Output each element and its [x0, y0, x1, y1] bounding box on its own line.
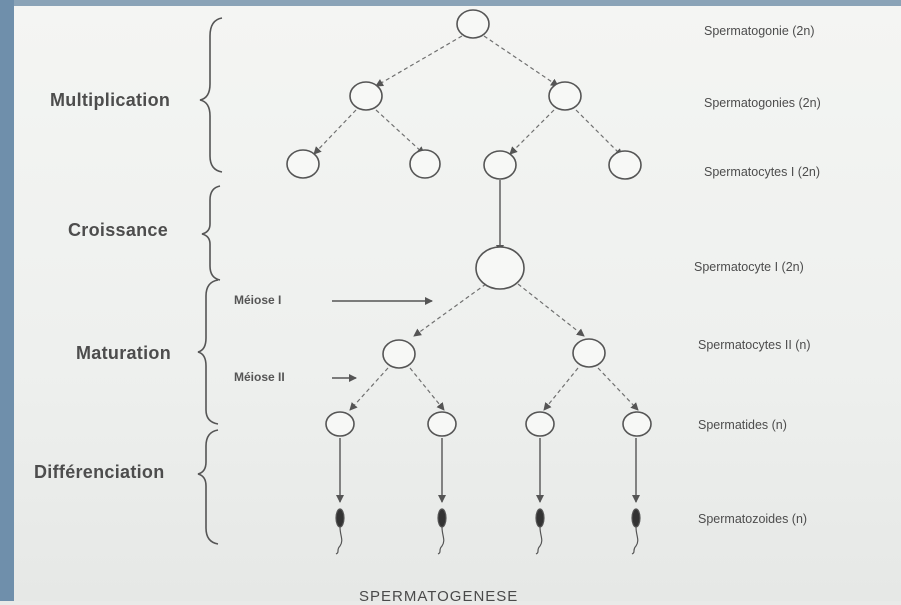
label-spermatides: Spermatides (n) — [698, 418, 787, 432]
spermatozoide-3 — [535, 508, 545, 555]
edge-sgs2-a — [509, 109, 555, 155]
spermatozoa — [335, 508, 641, 555]
cell-spermatogonie — [456, 9, 490, 39]
label-spermatogonies: Spermatogonies (2n) — [704, 96, 821, 110]
cell-spermatide-4 — [622, 411, 652, 437]
edge-sc2a-2 — [409, 367, 445, 411]
edge-sgs1-a — [313, 109, 357, 155]
stage-differenciation: Différenciation — [34, 462, 165, 482]
label-spermatogonie: Spermatogonie (2n) — [704, 24, 815, 38]
label-spermatocytes-1: Spermatocytes I (2n) — [704, 165, 821, 179]
stage-croissance: Croissance — [68, 220, 169, 240]
label-meiose-2: Méiose II — [234, 370, 285, 384]
edge-sc2b-2 — [597, 367, 639, 411]
brace-differenciation — [197, 429, 219, 545]
cell-spermatogonie-left — [349, 81, 383, 111]
label-spermatocyte-1: Spermatocyte I (2n) — [694, 260, 804, 274]
spermatozoide-4 — [631, 508, 641, 555]
edge-sc2a-1 — [349, 367, 389, 411]
label-meiose-1: Méiose I — [234, 293, 282, 307]
edge-sgs2-b — [575, 109, 623, 157]
spermatozoide-1 — [335, 508, 345, 555]
brace-multiplication — [199, 17, 223, 173]
cell-spermatocyte2-left — [382, 339, 416, 369]
cell-spermatide-2 — [427, 411, 457, 437]
cell-spermatide-1 — [325, 411, 355, 437]
cell-spermatocyte1-c — [483, 150, 517, 180]
cell-spermatide-3 — [525, 411, 555, 437]
brace-maturation — [197, 279, 219, 425]
spermatogenesis-diagram — [197, 9, 652, 555]
edge-sc2b-1 — [543, 367, 579, 411]
diagram-title: SPERMATOGENESE — [359, 588, 519, 605]
edge-sc1-left — [413, 283, 487, 337]
edge-sgs1-b — [375, 109, 425, 155]
cell-spermatocyte1-a — [286, 149, 320, 179]
stage-maturation: Maturation — [76, 343, 171, 363]
slide-left-border — [0, 0, 14, 601]
brace-croissance — [201, 185, 221, 281]
edge-sc1-right — [517, 283, 585, 337]
edge-sg-left — [375, 35, 463, 87]
cell-spermatogonie-right — [548, 81, 582, 111]
cell-spermatocyte1-b — [409, 149, 441, 179]
label-spermatozoides: Spermatozoides (n) — [698, 512, 808, 526]
cell-spermatocyte2-right — [572, 338, 606, 368]
spermatozoide-2 — [437, 508, 447, 555]
slide-top-border — [0, 0, 901, 6]
stage-multiplication: Multiplication — [50, 90, 171, 110]
edge-sg-right — [483, 35, 559, 87]
cell-spermatocyte1-d — [608, 150, 642, 180]
cell-spermatocyte1-grown — [475, 246, 525, 290]
slide: Multiplication Croissance Maturation Dif… — [14, 6, 901, 605]
label-spermatocytes-2: Spermatocytes II (n) — [698, 338, 811, 352]
